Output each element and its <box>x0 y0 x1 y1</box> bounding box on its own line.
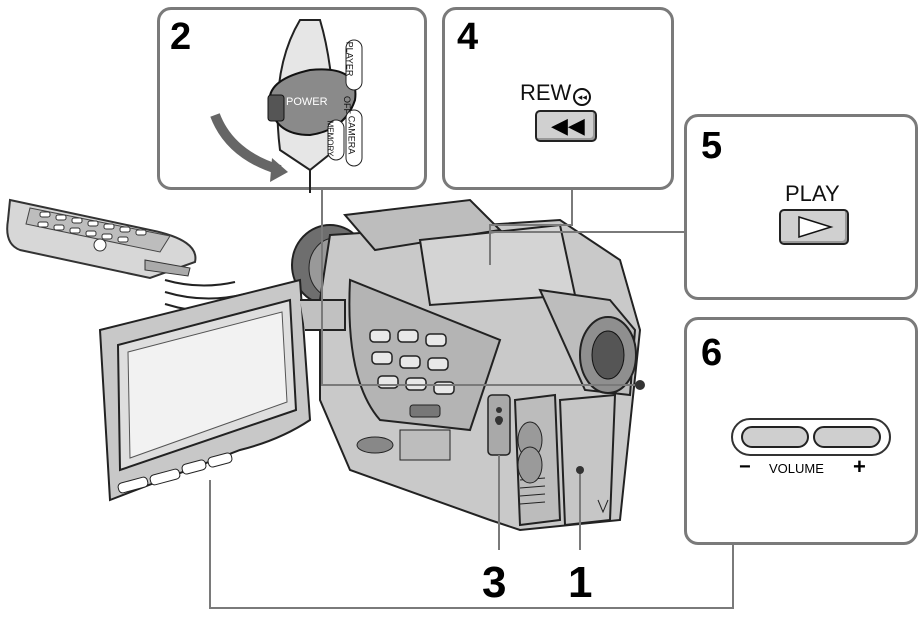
step-number: 2 <box>170 16 192 58</box>
memory-label: MEMORY <box>325 120 335 157</box>
camera-label: CAMERA <box>346 115 357 155</box>
lcd-panel <box>98 278 346 502</box>
step-number: 4 <box>457 16 479 58</box>
leader-dot <box>576 466 584 474</box>
play-label: PLAY <box>785 181 840 206</box>
rew-index-icon: ◂◂ <box>573 88 592 106</box>
rew-label-text: REW <box>520 80 572 105</box>
power-switch-illustration <box>210 19 363 193</box>
power-label: POWER <box>286 96 328 108</box>
volume-minus-label: − <box>739 456 751 478</box>
player-label: PLAYER <box>344 41 355 77</box>
panel-step-4: 4 REW◂◂ ◀◀ <box>442 7 674 190</box>
rewind-icon: ◀◀ <box>551 113 585 138</box>
volume-up-button[interactable] <box>813 426 881 448</box>
rew-button[interactable]: ◀◀ <box>535 110 597 142</box>
step-number: 6 <box>701 332 723 374</box>
volume-plus-label: + <box>853 454 866 479</box>
camcorder-body <box>291 198 642 532</box>
volume-down-button[interactable] <box>741 426 809 448</box>
step-number: 5 <box>701 125 723 167</box>
volume-label: VOLUME <box>769 461 824 476</box>
panel-step-5: 5 PLAY <box>684 114 918 300</box>
panel-step-2: 2 POWER PLAYER OFF CAMERA MEMORY <box>157 7 427 193</box>
play-icon <box>798 215 834 239</box>
remote-commander <box>6 198 256 313</box>
leader-lines <box>209 190 734 609</box>
callout-3: 3 <box>482 558 507 607</box>
rew-label: REW◂◂ <box>520 80 592 106</box>
leader-dot <box>635 380 645 390</box>
callout-1: 1 <box>568 558 593 607</box>
play-button[interactable] <box>779 209 849 245</box>
volume-frame <box>731 418 891 456</box>
off-label: OFF <box>342 96 352 114</box>
panel-step-6: 6 − VOLUME + <box>684 317 918 545</box>
leader-dot <box>495 416 503 424</box>
